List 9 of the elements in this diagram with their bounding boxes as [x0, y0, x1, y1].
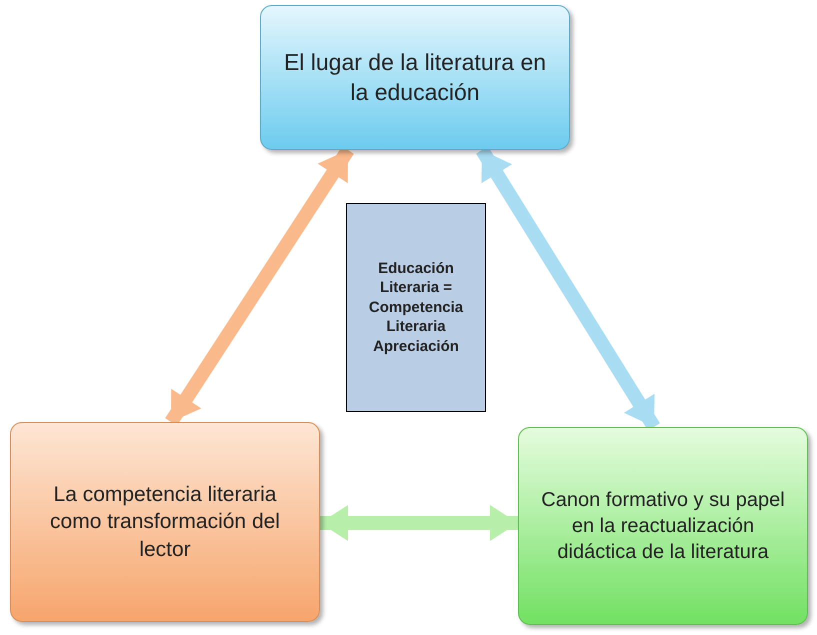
topic-box	[518, 427, 808, 625]
topic-box	[260, 5, 570, 150]
box-text: El lugar de la literatura en la educación	[282, 48, 548, 106]
box-text: Educación Literaria = Competencia Literaria Apreciación	[368, 258, 464, 356]
center-box	[346, 203, 486, 412]
box-text: Canon formativo y su papel en la reactualización didáctica de la literatura	[540, 488, 786, 565]
double-arrow	[320, 505, 518, 541]
box-text: La competencia literaria como transformación del lector	[49, 482, 281, 563]
topic-box	[10, 422, 320, 622]
